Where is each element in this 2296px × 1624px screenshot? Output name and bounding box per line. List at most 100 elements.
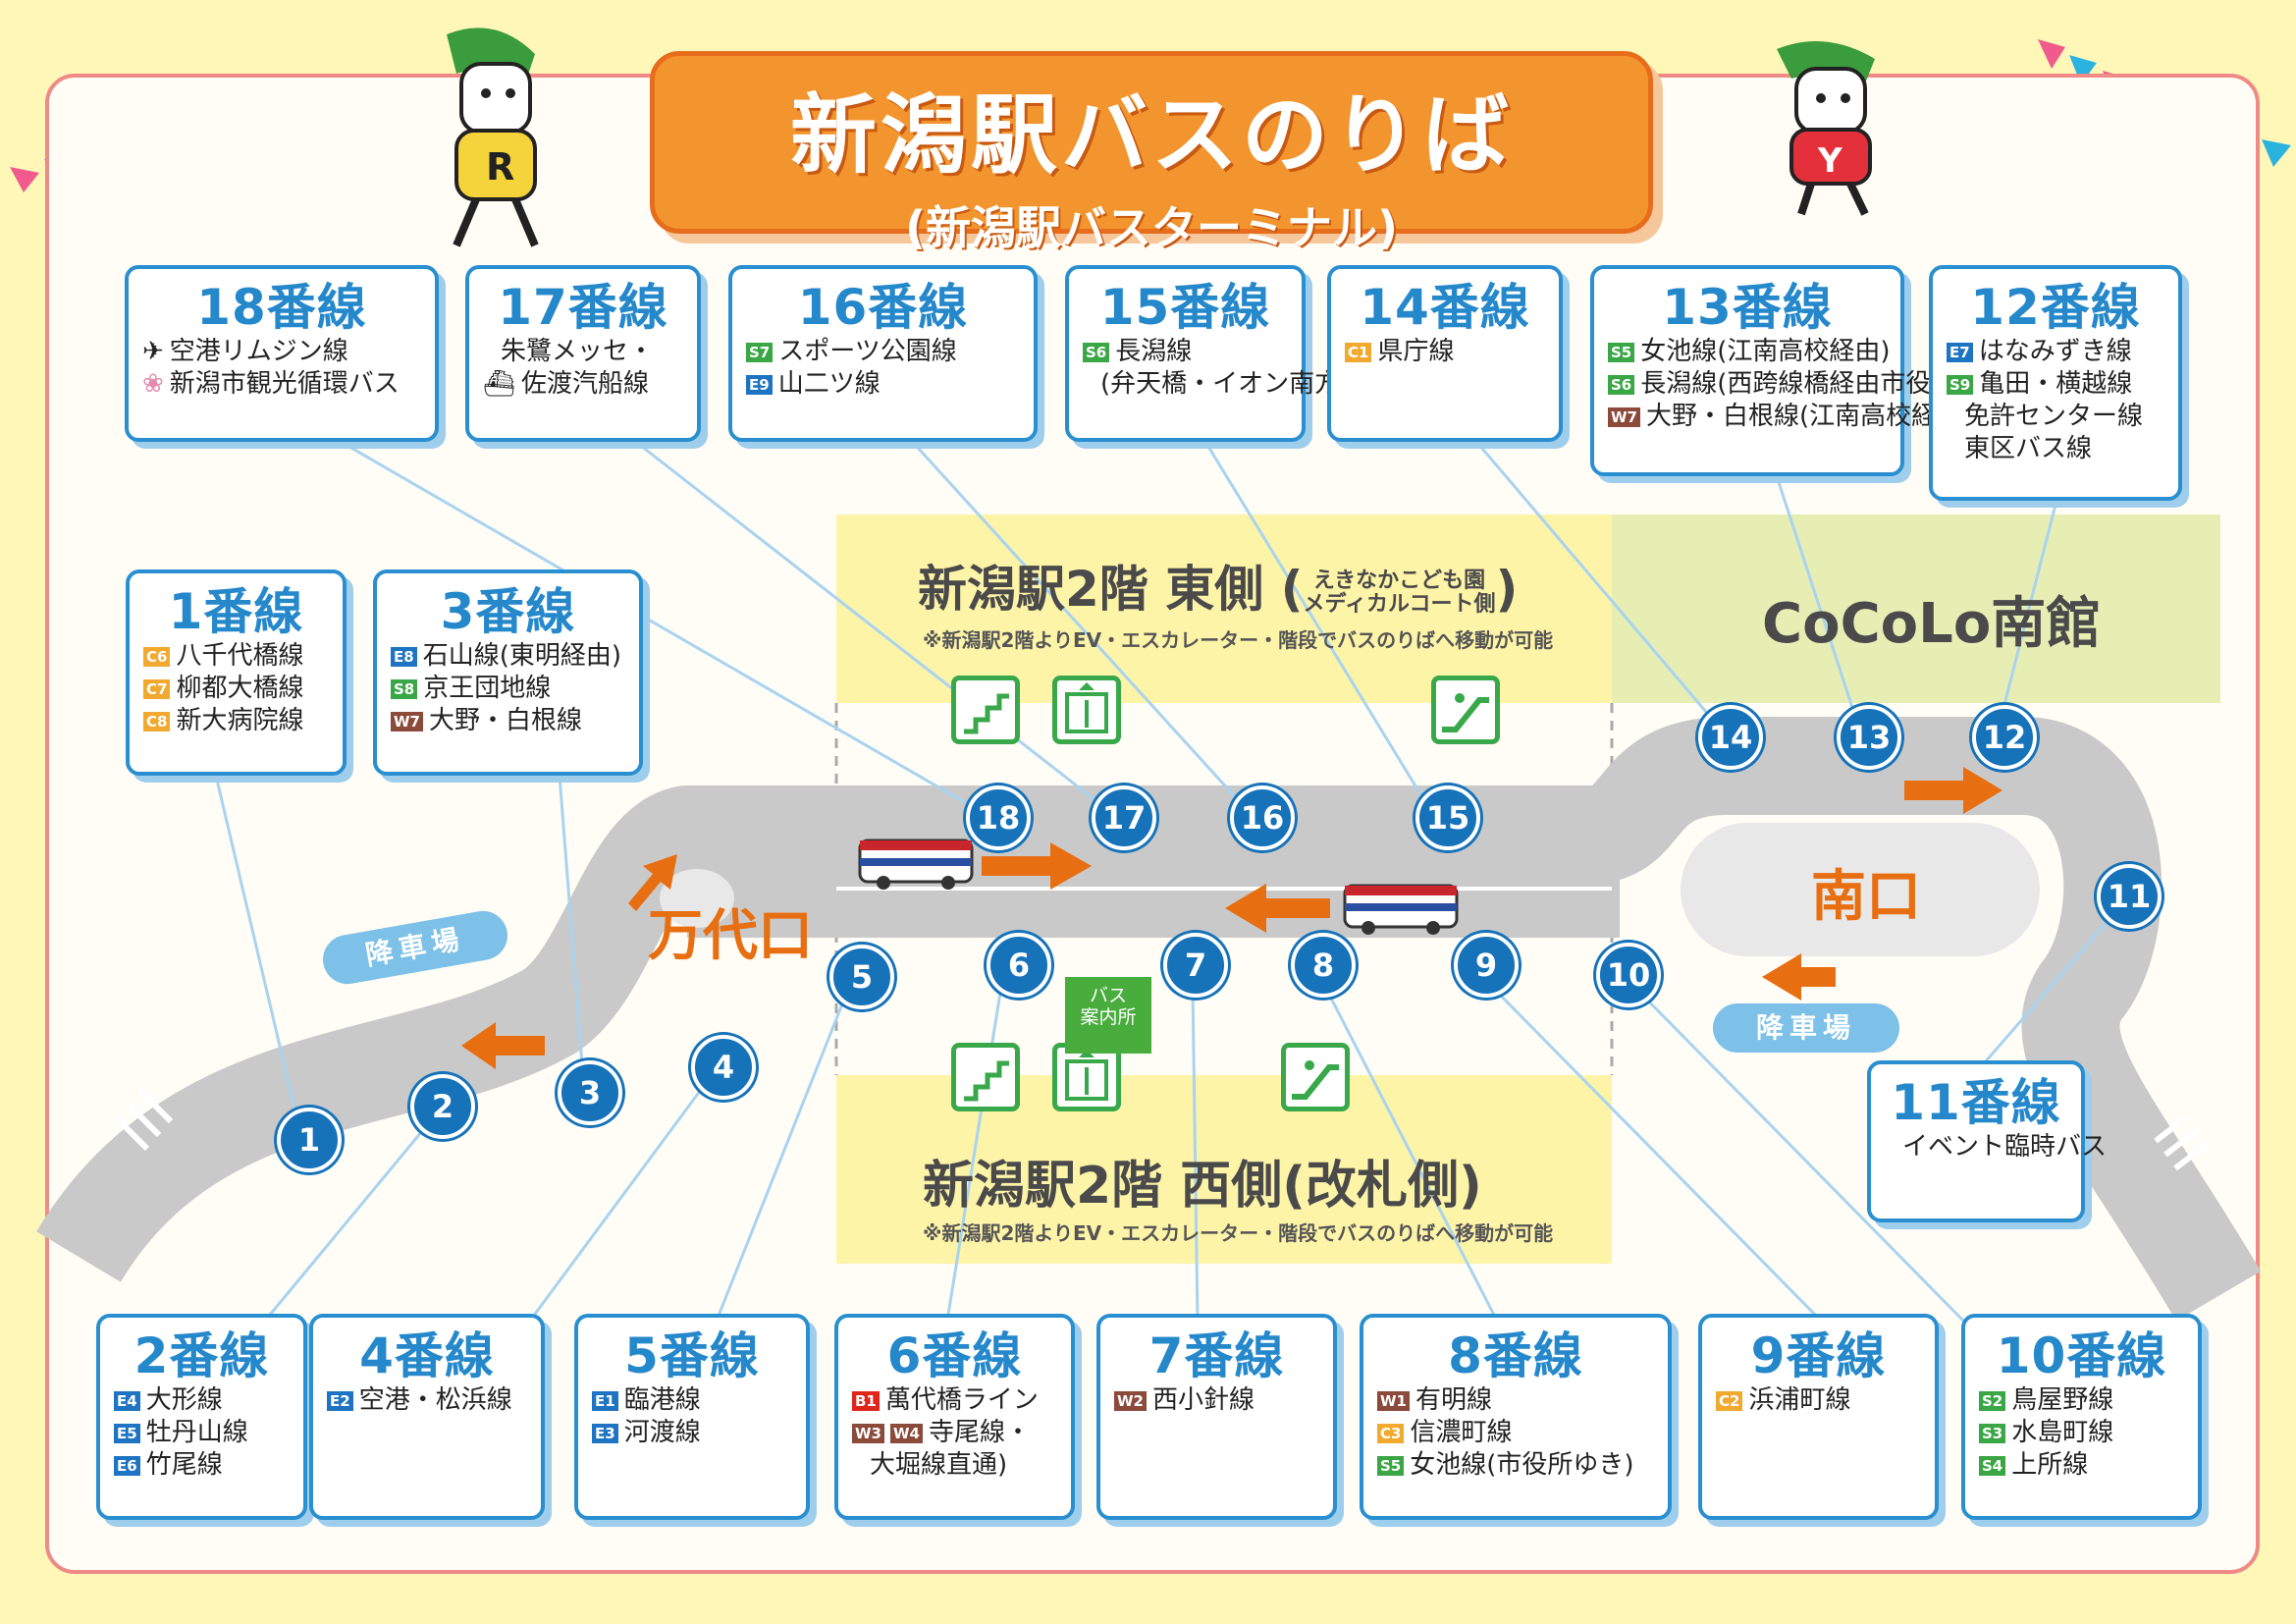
route-item: イベント臨時バス [1885, 1131, 2107, 1164]
line-title: 1番線 [168, 583, 304, 640]
svg-text:R: R [486, 145, 514, 189]
line-title: 11番線 [1891, 1074, 2061, 1131]
route-code-badge: S7 [746, 342, 774, 362]
stop-marker-2: 2 [410, 1074, 475, 1139]
direction-arrow [982, 842, 1092, 890]
line-title: 18番線 [196, 279, 367, 336]
stop-marker-3: 3 [558, 1060, 622, 1125]
ship-icon: ⛴ [483, 369, 516, 399]
bus-illustration [858, 839, 974, 890]
airplane-icon: ✈ [142, 337, 164, 366]
route-name: 佐渡汽船線 [521, 369, 650, 399]
stairs-icon [951, 1043, 1020, 1111]
east-area-name: 新潟駅2階 東側 [918, 561, 1264, 618]
route-name: 八千代橋線 [176, 641, 304, 671]
route-item: ✈空港リムジン線 [142, 336, 421, 368]
route-code-badge: S8 [391, 678, 418, 699]
route-item: 大堀線直通) [852, 1449, 1057, 1482]
route-name: 山二ツ線 [777, 369, 881, 399]
mascot-y-icon: Y [1777, 41, 1875, 216]
stop-marker-11: 11 [2097, 864, 2162, 929]
south-exit-label: 南口 [1811, 865, 1921, 929]
route-code-badge: E9 [746, 374, 773, 395]
escalator-icon [1431, 676, 1500, 744]
route-name: はなみずき線 [1978, 337, 2132, 366]
route-code-badge: S6 [1083, 342, 1110, 362]
cocolo-area-bg [1612, 514, 2220, 703]
route-name: 空港・松浜線 [358, 1385, 512, 1415]
stop-marker-12: 12 [1972, 705, 2037, 770]
route-code-badge: C1 [1345, 342, 1372, 362]
bus-illustration [1343, 884, 1459, 935]
route-code-badge: E3 [592, 1423, 618, 1443]
east-area-sub-1: えきなかこども園 [1312, 568, 1486, 593]
route-code-badge: B1 [852, 1390, 880, 1411]
drop-off-right: 降車場 [1713, 1003, 1899, 1053]
line-title: 10番線 [1996, 1327, 2167, 1384]
line-title: 13番線 [1662, 279, 1833, 336]
route-code-badge: S6 [1608, 374, 1635, 395]
route-name: 免許センター線 [1964, 402, 2144, 431]
stop-marker-6: 6 [987, 933, 1051, 998]
route-code-badge: W7 [391, 711, 423, 731]
west-area-note: ※新潟駅2階よりEV・エスカレーター・階段でバスのりばへ移動が可能 [923, 1221, 1554, 1245]
route-name: 寺尾線・ [928, 1418, 1031, 1447]
line-title: 3番線 [440, 583, 576, 640]
info-booth-l1: バス [1089, 985, 1127, 1006]
route-item: ❀新潟市観光循環バス [142, 368, 421, 401]
route-name: 柳都大橋線 [176, 674, 304, 703]
stop-marker-9: 9 [1454, 933, 1519, 998]
route-code-badge: C7 [143, 678, 171, 699]
bus-info-booth: バス案内所 [1065, 977, 1151, 1054]
route-name: 女池線(江南高校経由) [1640, 337, 1891, 366]
route-item: ⛴佐渡汽船線 [483, 368, 683, 401]
route-name: 京王団地線 [423, 674, 552, 703]
route-code-badge: E8 [391, 646, 417, 667]
route-name: 朱鷺メッセ・ [501, 337, 655, 366]
route-name: 西小針線 [1151, 1385, 1255, 1415]
route-item: 朱鷺メッセ・ [483, 336, 683, 368]
paren-close: ) [1495, 561, 1519, 618]
direction-arrow [461, 1022, 545, 1069]
east-area-bg [836, 514, 1612, 703]
route-name: 信濃町線 [1410, 1418, 1513, 1447]
road [36, 717, 2262, 1322]
route-code-badge: W4 [889, 1423, 923, 1443]
mascot-r-icon: R [447, 27, 539, 247]
route-name: 萬代橋ライン [884, 1385, 1039, 1415]
route-name: 大野・白根線(江南高校経由) [1645, 402, 1973, 431]
route-name: 大堀線直通) [870, 1450, 1008, 1480]
route-name: 新大病院線 [176, 706, 304, 735]
line-title: 17番線 [498, 279, 668, 336]
paren-open: ( [1280, 561, 1304, 618]
elevator-icon [1052, 676, 1121, 744]
cocolo-label: CoCoLo南館 [1762, 592, 2102, 656]
svg-text:Y: Y [1817, 141, 1842, 181]
east-area-sub: えきなかこども園メディカルコート側 [1303, 568, 1495, 617]
